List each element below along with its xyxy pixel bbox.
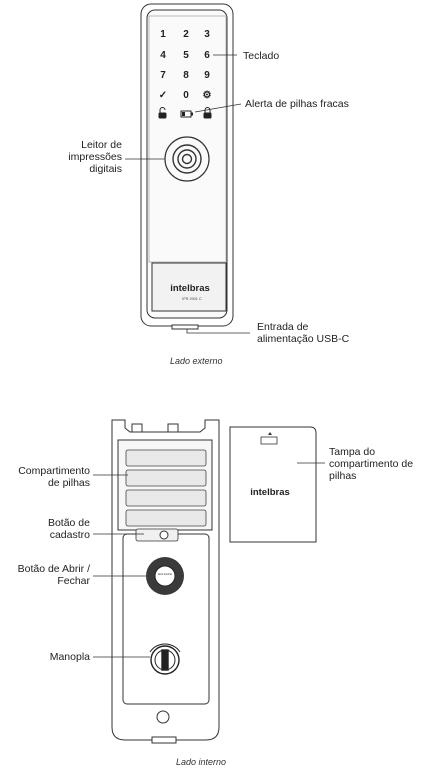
register-button[interactable] bbox=[135, 528, 179, 542]
external-brand: intelbras bbox=[170, 283, 210, 294]
bottom-slot bbox=[151, 736, 177, 744]
top-tab-right bbox=[167, 423, 179, 433]
leader-usb bbox=[186, 329, 250, 334]
label-battery-compartment: Compartimento de pilhas bbox=[18, 465, 90, 489]
label-cover: Tampa do compartimento de pilhas bbox=[329, 446, 414, 482]
low-battery-icon bbox=[180, 110, 193, 118]
external-leaders bbox=[125, 54, 250, 334]
caption-internal: Lado interno bbox=[176, 757, 227, 767]
internal-body bbox=[111, 419, 220, 741]
battery-2 bbox=[125, 469, 207, 487]
key-9[interactable]: 9 bbox=[204, 70, 210, 81]
bottom-screw bbox=[156, 710, 170, 724]
key-0[interactable]: 0 bbox=[183, 90, 189, 101]
label-register-button: Botão de cadastro bbox=[47, 517, 90, 541]
glass-area bbox=[148, 15, 227, 263]
label-usb: Entrada de alimentação USB-C bbox=[257, 321, 350, 345]
leader-battery-alert bbox=[194, 103, 242, 113]
fingerprint-sensor bbox=[164, 136, 210, 182]
key-settings[interactable]: ⚙ bbox=[203, 90, 212, 101]
label-keypad: Teclado bbox=[243, 50, 280, 62]
battery-1 bbox=[125, 449, 207, 467]
handle-knob[interactable] bbox=[149, 643, 181, 675]
cover-brand: intelbras bbox=[250, 487, 290, 498]
unlock-icon bbox=[158, 107, 167, 119]
key-8[interactable]: 8 bbox=[183, 70, 189, 81]
open-close-button[interactable]: Abrir Fechar bbox=[146, 557, 184, 595]
top-tab-left bbox=[131, 423, 143, 433]
key-5[interactable]: 5 bbox=[183, 50, 189, 61]
key-7[interactable]: 7 bbox=[160, 70, 166, 81]
external-model: IFR 2001 C bbox=[182, 297, 202, 301]
battery-4 bbox=[125, 509, 207, 527]
label-fingerprint: Leitor de impressões digitais bbox=[68, 139, 122, 175]
key-3[interactable]: 3 bbox=[204, 29, 210, 40]
key-1[interactable]: 1 bbox=[160, 29, 166, 40]
battery-3 bbox=[125, 489, 207, 507]
batteries bbox=[125, 449, 207, 527]
battery-cover bbox=[229, 426, 317, 543]
caption-external: Lado externo bbox=[170, 356, 223, 366]
internal-leaders bbox=[93, 462, 325, 658]
label-battery-alert: Alerta de pilhas fracas bbox=[245, 98, 349, 110]
knob-text: Abrir Fechar bbox=[158, 572, 172, 576]
key-confirm[interactable]: ✓ bbox=[159, 90, 167, 101]
key-6[interactable]: 6 bbox=[204, 50, 210, 61]
brand-plate bbox=[151, 262, 227, 312]
usb-port bbox=[171, 324, 199, 330]
label-open-close-button: Botão de Abrir / Fechar bbox=[17, 563, 90, 587]
key-4[interactable]: 4 bbox=[160, 50, 166, 61]
label-handle: Manopla bbox=[49, 651, 90, 663]
key-2[interactable]: 2 bbox=[183, 29, 189, 40]
status-icons bbox=[158, 107, 212, 119]
